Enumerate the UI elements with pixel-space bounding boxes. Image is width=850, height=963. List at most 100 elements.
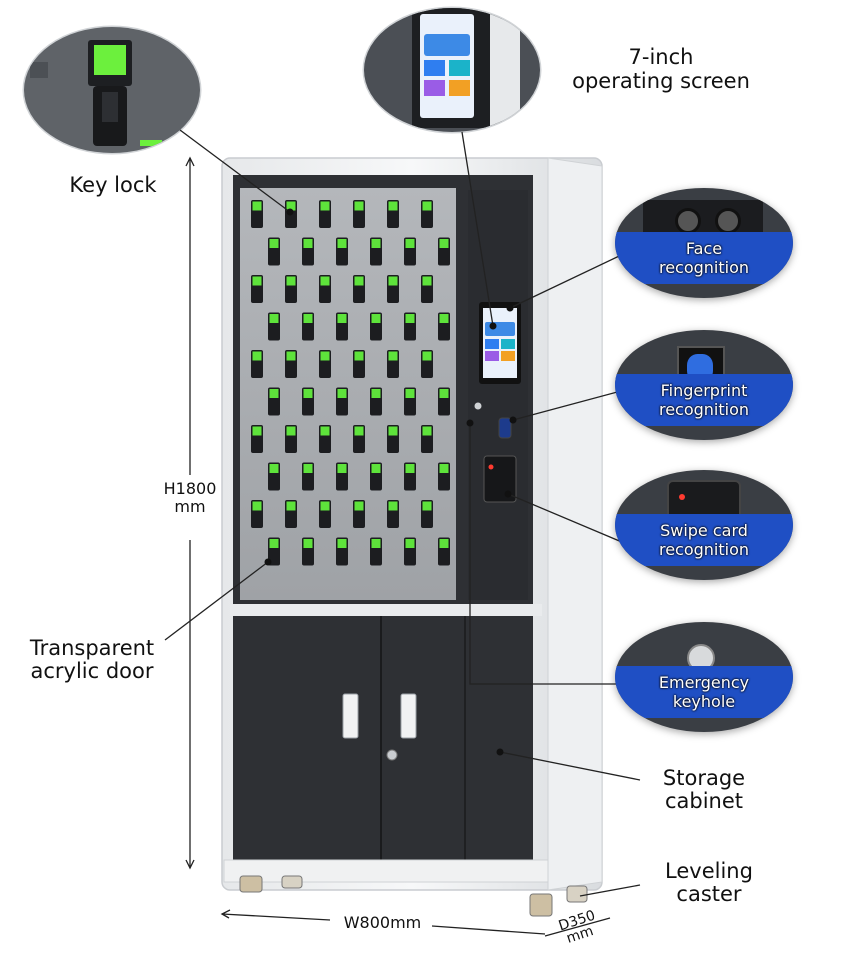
key-slot (438, 237, 450, 266)
key-led (422, 201, 432, 211)
key-led (337, 314, 347, 323)
fingerprint-callout-line2: recognition (658, 400, 750, 419)
key-led (439, 239, 449, 248)
key-slot (421, 275, 433, 303)
storage-cabinet-label-line2: cabinet (664, 789, 744, 813)
key-led (422, 501, 432, 511)
key-led (269, 314, 279, 323)
key-led (286, 426, 296, 436)
key-slot (353, 275, 365, 303)
key-slot (302, 537, 314, 566)
control-panel (468, 190, 528, 600)
key-slot (268, 462, 280, 491)
key-led (371, 539, 381, 548)
key-slot (438, 387, 450, 416)
key-led (388, 426, 398, 436)
key-led (337, 539, 347, 548)
key-led (388, 276, 398, 286)
height-dimension-unit: mm (174, 497, 206, 516)
leader-lines (164, 129, 641, 937)
key-slot (336, 387, 348, 416)
key-led (439, 314, 449, 323)
key-slot (319, 350, 331, 378)
face-callout-line1: Face (685, 239, 723, 258)
key-led (337, 464, 347, 473)
key-slot (302, 312, 314, 341)
key-slot (302, 237, 314, 266)
key-slot (251, 275, 263, 303)
door-lock-icon (386, 749, 398, 761)
leveling-caster-label-line2: caster (676, 882, 742, 906)
height-dimension-value: H1800 (163, 479, 217, 498)
screen-zoom (362, 6, 542, 134)
key-led (439, 539, 449, 548)
key-led (269, 539, 279, 548)
storage-cabinet-label-line1: Storage (662, 766, 746, 790)
key-led (388, 501, 398, 511)
key-slot (370, 312, 382, 341)
key-slot (319, 275, 331, 303)
fingerprint-recognition-callout: Fingerprint recognition (615, 330, 793, 440)
leader-dots (264, 208, 517, 756)
key-led (405, 539, 415, 548)
key-led (337, 389, 347, 398)
key-slot (285, 500, 297, 528)
key-slot (268, 237, 280, 266)
transparent-door-label-line2: acrylic door (30, 659, 154, 683)
emergency-keyhole-callout: Emergency keyhole (615, 622, 793, 732)
key-led (303, 389, 313, 398)
key-led (303, 539, 313, 548)
fingerprint-reader (498, 417, 512, 439)
key-slot (404, 387, 416, 416)
key-slot (438, 312, 450, 341)
key-led (269, 239, 279, 248)
key-led (371, 314, 381, 323)
key-slot (404, 537, 416, 566)
key-slot (319, 425, 331, 453)
key-slot (387, 350, 399, 378)
camera-icon (715, 208, 741, 234)
key-led (286, 276, 296, 286)
key-led (320, 426, 330, 436)
leveling-casters (239, 875, 588, 917)
key-led (286, 201, 296, 211)
key-slot (404, 462, 416, 491)
key-led (422, 351, 432, 361)
key-slot (336, 537, 348, 566)
key-slot (370, 537, 382, 566)
key-led (252, 351, 262, 361)
key-led (252, 501, 262, 511)
key-slot (387, 500, 399, 528)
door-handle-left (342, 693, 359, 739)
key-slot (285, 275, 297, 303)
key-led (405, 314, 415, 323)
key-slot (285, 350, 297, 378)
screen-label-line1: 7-inch (628, 45, 694, 69)
key-led (354, 201, 364, 211)
width-dimension: W800mm (343, 913, 422, 932)
keyhole-callout-line2: keyhole (672, 692, 736, 711)
key-led (286, 351, 296, 361)
key-led (439, 464, 449, 473)
key-led (269, 389, 279, 398)
fingerprint-callout-line1: Fingerprint (660, 381, 748, 400)
key-slot (251, 200, 263, 228)
key-slot (370, 462, 382, 491)
face-recognition-callout: Face recognition (615, 188, 793, 298)
key-lock-label: Key lock (69, 173, 157, 197)
key-slot (370, 237, 382, 266)
key-slot (421, 350, 433, 378)
key-led (252, 201, 262, 211)
key-slot (370, 387, 382, 416)
leveling-caster-label-line1: Leveling (665, 859, 753, 883)
key-slot (353, 350, 365, 378)
key-led (320, 201, 330, 211)
key-slot (302, 387, 314, 416)
key-slot (438, 462, 450, 491)
storage-cabinet (233, 616, 533, 860)
key-slot (336, 462, 348, 491)
key-led (354, 501, 364, 511)
key-led (320, 276, 330, 286)
key-slot (438, 537, 450, 566)
key-slot-grid (251, 200, 450, 566)
